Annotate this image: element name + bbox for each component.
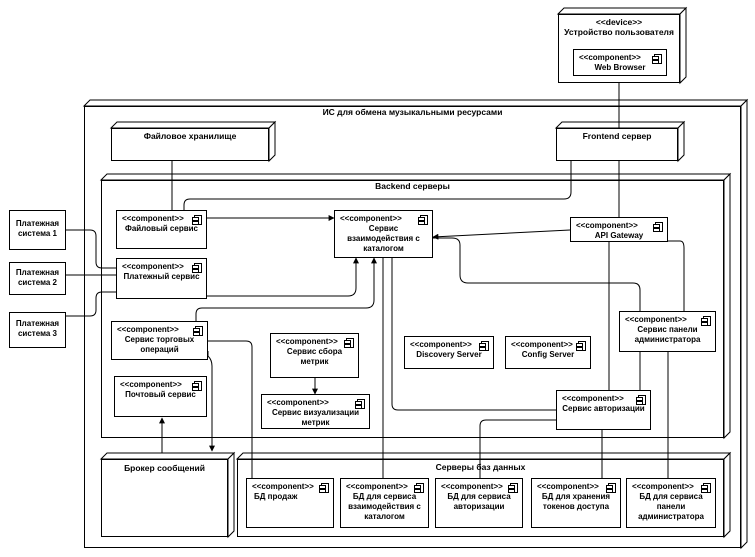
component-stereotype: <<component>> bbox=[576, 221, 638, 230]
component-stereotype: <<component>> bbox=[562, 394, 624, 403]
catalog-service-component[interactable]: <<component>> Сервис взаимодействия с ка… bbox=[334, 210, 433, 258]
config-server-component[interactable]: <<component>> Config Server bbox=[505, 336, 591, 369]
payment-system-2[interactable]: Платежная система 2 bbox=[9, 262, 66, 295]
db-auth-component[interactable]: <<component>> БД для сервиса авторизации bbox=[435, 478, 523, 528]
db-auth-label: БД для сервиса авторизации bbox=[447, 492, 511, 511]
component-icon bbox=[479, 341, 489, 351]
payment-service-label: Платежный сервис bbox=[123, 272, 200, 281]
component-stereotype: <<component>> bbox=[122, 262, 184, 271]
device-stereotype: <<device>> bbox=[595, 17, 643, 27]
component-icon bbox=[636, 395, 646, 405]
component-icon bbox=[192, 381, 202, 391]
payment-system-1[interactable]: Платежная система 1 bbox=[9, 210, 66, 250]
payment-system-3[interactable]: Платежная система 3 bbox=[9, 312, 66, 348]
component-icon bbox=[652, 54, 662, 64]
db-tokens-component[interactable]: <<component>> БД для хранения токенов до… bbox=[531, 478, 621, 528]
web-browser-label: Web Browser bbox=[594, 63, 646, 72]
component-icon bbox=[193, 326, 203, 336]
component-stereotype: <<component>> bbox=[511, 340, 573, 349]
component-icon bbox=[606, 483, 616, 493]
component-icon bbox=[355, 399, 365, 409]
db-admin-component[interactable]: <<component>> БД для сервиса панели адми… bbox=[626, 478, 716, 528]
payment-system-3-label: Платежная система 3 bbox=[15, 319, 60, 338]
component-icon bbox=[192, 263, 202, 273]
backend-title: Backend серверы bbox=[375, 181, 450, 191]
component-icon bbox=[192, 215, 202, 225]
component-stereotype: <<component>> bbox=[340, 214, 402, 223]
component-stereotype: <<component>> bbox=[276, 337, 338, 346]
metrics-service-component[interactable]: <<component>> Сервис сбора метрик bbox=[270, 333, 359, 378]
component-stereotype: <<component>> bbox=[346, 482, 408, 491]
catalog-service-label: Сервис взаимодействия с каталогом bbox=[347, 224, 420, 253]
system-title: ИС для обмена музыкальными ресурсами bbox=[322, 107, 503, 117]
web-browser-component[interactable]: <<component>> Web Browser bbox=[573, 49, 667, 76]
component-icon bbox=[508, 483, 518, 493]
component-stereotype: <<component>> bbox=[410, 340, 472, 349]
component-stereotype: <<component>> bbox=[625, 315, 687, 324]
discovery-server-label: Discovery Server bbox=[416, 350, 482, 359]
component-stereotype: <<component>> bbox=[441, 482, 503, 491]
auth-service-component[interactable]: <<component>> Сервис авторизации bbox=[556, 390, 651, 430]
db-tokens-label: БД для хранения токенов доступа bbox=[541, 492, 611, 511]
mail-service-component[interactable]: <<component>> Почтовый сервис bbox=[114, 376, 207, 417]
component-icon bbox=[414, 483, 424, 493]
admin-panel-service-component[interactable]: <<component>> Сервис панели администрато… bbox=[619, 311, 716, 352]
payment-system-2-label: Платежная система 2 bbox=[15, 268, 60, 287]
component-stereotype: <<component>> bbox=[632, 482, 694, 491]
db-catalog-label: БД для сервиса взаимодействия с каталого… bbox=[348, 492, 421, 521]
payment-service-component[interactable]: <<component>> Платежный сервис bbox=[116, 258, 207, 299]
file-storage-node: Файловое хранилище bbox=[111, 128, 269, 161]
file-service-label: Файловый сервис bbox=[124, 224, 199, 233]
component-stereotype: <<component>> bbox=[579, 53, 641, 62]
user-device-node: <<device>> Устройство пользователя <<com… bbox=[558, 14, 680, 83]
message-broker-label: Брокер сообщений bbox=[124, 463, 205, 473]
trade-service-component[interactable]: <<component>> Сервис торговых операций bbox=[111, 321, 208, 360]
frontend-label: Frontend сервер bbox=[582, 131, 652, 141]
api-gateway-component[interactable]: <<component>> API Gateway bbox=[570, 217, 668, 242]
frontend-node: Frontend сервер bbox=[556, 128, 678, 161]
component-stereotype: <<component>> bbox=[117, 325, 179, 334]
component-stereotype: <<component>> bbox=[537, 482, 599, 491]
connection-lines bbox=[66, 83, 685, 478]
component-icon bbox=[418, 215, 428, 225]
discovery-server-component[interactable]: <<component>> Discovery Server bbox=[404, 336, 494, 369]
metrics-visualization-component[interactable]: <<component>> Сервис визуализации метрик bbox=[261, 394, 370, 429]
component-icon bbox=[344, 338, 354, 348]
trade-service-label: Сервис торговых операций bbox=[124, 335, 195, 354]
backend-node: Backend серверы bbox=[101, 180, 724, 438]
component-icon bbox=[653, 222, 663, 232]
component-icon bbox=[319, 483, 329, 493]
component-icon bbox=[701, 316, 711, 326]
config-server-label: Config Server bbox=[521, 350, 575, 359]
db-catalog-component[interactable]: <<component>> БД для сервиса взаимодейст… bbox=[340, 478, 429, 528]
file-storage-label: Файловое хранилище bbox=[143, 131, 237, 141]
db-sales-component[interactable]: <<component>> БД продаж bbox=[246, 478, 334, 528]
auth-service-label: Сервис авторизации bbox=[562, 404, 645, 413]
admin-panel-service-label: Сервис панели администратора bbox=[634, 325, 701, 344]
node-3d-edges bbox=[82, 6, 749, 550]
component-stereotype: <<component>> bbox=[252, 482, 314, 491]
component-icon bbox=[701, 483, 711, 493]
system-node: ИС для обмена музыкальными ресурсами bbox=[84, 106, 741, 548]
db-servers-node: Серверы баз данных bbox=[237, 459, 724, 537]
metrics-service-label: Сервис сбора метрик bbox=[286, 347, 343, 366]
metrics-visualization-label: Сервис визуализации метрик bbox=[271, 408, 360, 427]
component-stereotype: <<component>> bbox=[122, 214, 184, 223]
payment-system-1-label: Платежная система 1 bbox=[15, 219, 60, 238]
mail-service-label: Почтовый сервис bbox=[125, 390, 196, 399]
file-service-component[interactable]: <<component>> Файловый сервис bbox=[116, 210, 207, 249]
device-name: Устройство пользователя bbox=[564, 27, 674, 37]
db-admin-label: БД для сервиса панели администратора bbox=[638, 492, 704, 521]
message-broker-node: Брокер сообщений bbox=[101, 459, 228, 537]
db-sales-label: БД продаж bbox=[254, 492, 298, 501]
component-stereotype: <<component>> bbox=[267, 398, 329, 407]
component-stereotype: <<component>> bbox=[120, 380, 182, 389]
api-gateway-label: API Gateway bbox=[594, 231, 644, 240]
db-servers-title: Серверы баз данных bbox=[435, 462, 526, 472]
component-icon bbox=[576, 341, 586, 351]
